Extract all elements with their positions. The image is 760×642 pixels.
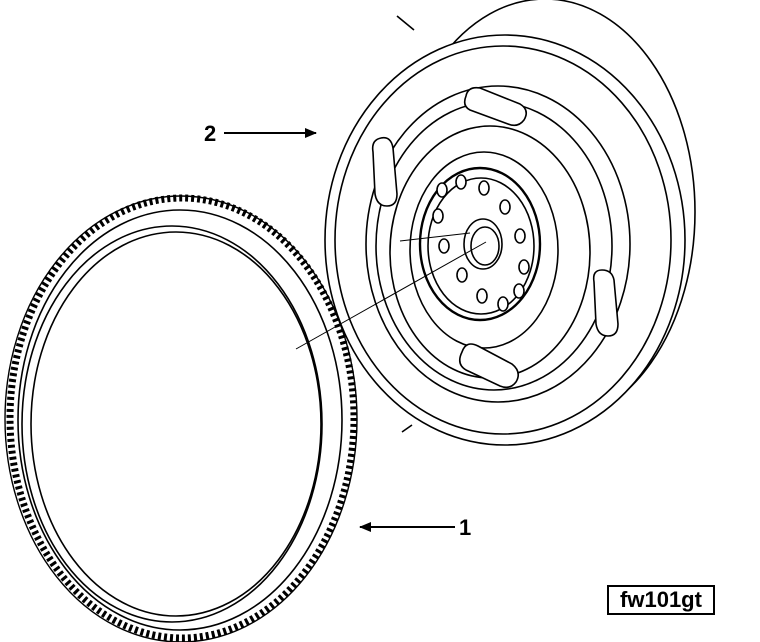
ring-gear-outer-edge [4,195,358,642]
flywheel-rim-side [396,15,415,433]
bolt-hole [514,228,526,244]
bolt-hole [497,296,509,312]
flywheel [295,0,696,446]
flywheel-hub-ring-inner [409,151,559,349]
slot-bottom [458,343,520,389]
ring-gear-tooth-root [17,209,343,631]
ring-gear-bore [30,231,322,617]
bolt-hole [432,208,444,224]
callout-1-label: 1 [459,515,471,540]
bolt-hole [455,174,467,190]
bolt-hole [476,288,488,304]
bolt-hole [456,267,468,283]
bolt-hole [513,283,525,299]
bolt-hole [436,182,448,198]
ring-gear-inner-edge [21,225,323,623]
bolt-hole [478,180,490,196]
slot-left [371,136,398,207]
bolt-hole [518,259,530,275]
callout-2-label: 2 [204,121,216,146]
callout-2: 2 [204,121,317,146]
assembly-axis [399,232,471,242]
ring-gear [4,194,358,642]
assembly-axis [295,241,487,350]
hub-plate-inner [427,177,535,315]
ring-gear-outer-teeth [6,194,358,642]
flywheel-slots [371,86,619,389]
bolt-hole [499,199,511,215]
flywheel-rim-inner-edge [334,45,672,435]
flywheel-face-step [365,85,631,403]
figure-id-label: fw101gt [607,585,715,615]
bolt-hole [438,238,450,254]
slot-right [592,269,619,337]
slot-top [463,86,528,127]
callout-1: 1 [359,515,471,540]
bolt-holes [432,174,530,312]
pilot-bore-inner [470,226,500,266]
